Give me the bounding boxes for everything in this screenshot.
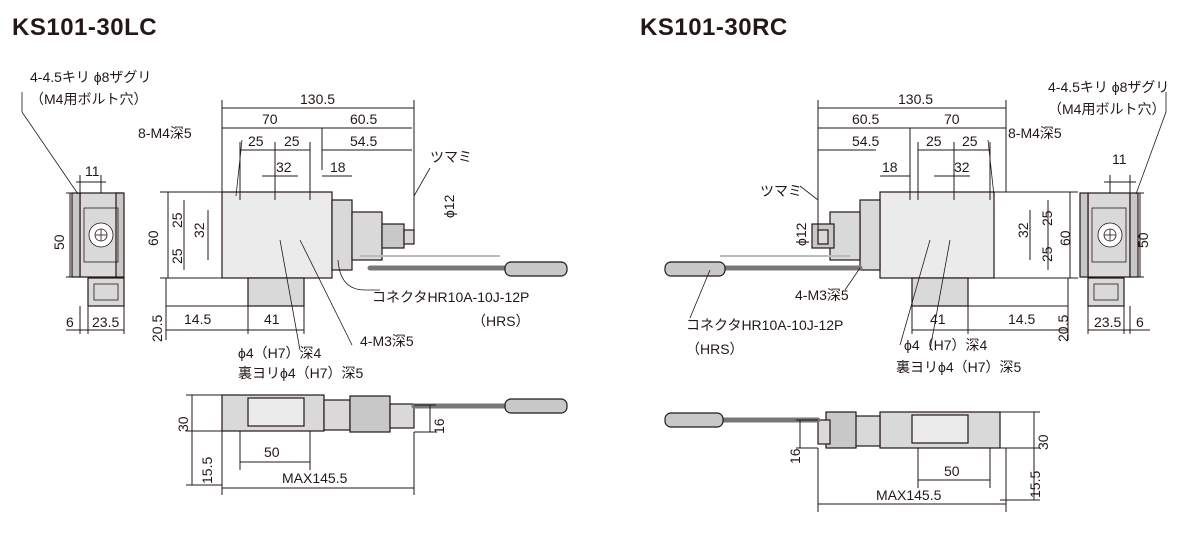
rc-dim-front-16: 16 xyxy=(787,448,803,464)
rc-dim-side-23-5: 23.5 xyxy=(1094,314,1121,330)
rc-dim-h25b: 25 xyxy=(1039,246,1055,262)
rc-tap-note: 8-M4深5 xyxy=(1008,125,1062,141)
rc-dim-h60: 60 xyxy=(1057,230,1073,246)
lc-mount-note-1: 4-4.5キリ ϕ8ザグリ xyxy=(30,69,151,85)
lc-front-view xyxy=(186,394,568,495)
lc-dim-max: MAX145.5 xyxy=(282,470,348,486)
rc-dim-b20-5: 20.5 xyxy=(1055,315,1071,342)
lc-dim-b41: 41 xyxy=(264,311,280,327)
rc-dim-w60-5: 60.5 xyxy=(852,111,879,127)
rc-dim-w25a: 25 xyxy=(926,133,942,149)
lc-dim-front-15-5: 15.5 xyxy=(199,457,215,484)
lc-dim-w25b: 25 xyxy=(284,133,300,149)
lc-pin-note-2: 裏ヨリϕ4（H7）深5 xyxy=(238,365,364,381)
rc-front-view xyxy=(664,411,1040,512)
lc-knob-label: ツマミ xyxy=(430,149,472,165)
rc-dim-side-6: 6 xyxy=(1136,314,1144,330)
rc-dim-total-width: 130.5 xyxy=(898,91,933,107)
rc-dim-phi12: ϕ12 xyxy=(793,222,809,246)
lc-connector-label: コネクタHR10A-10J-12P xyxy=(372,289,529,305)
rc-dim-w70: 70 xyxy=(944,111,960,127)
lc-dim-total-width: 130.5 xyxy=(300,91,335,107)
lc-mount-note-2: （M4用ボルト穴） xyxy=(30,91,147,107)
lc-dim-b20-5: 20.5 xyxy=(149,315,165,342)
lc-dim-w70: 70 xyxy=(262,111,278,127)
rc-pin-note-1: ϕ4（H7）深4 xyxy=(904,337,988,353)
rc-connector-label: コネクタHR10A-10J-12P xyxy=(686,317,843,333)
lc-dim-side-50: 50 xyxy=(51,234,67,250)
rc-dim-b41: 41 xyxy=(930,311,946,327)
lc-drawing: 4-4.5キリ ϕ8ザグリ （M4用ボルト穴） 11 50 6 23.5 130… xyxy=(21,69,568,495)
rc-dim-front-15-5: 15.5 xyxy=(1027,471,1043,498)
rc-dim-w18: 18 xyxy=(882,159,898,175)
lc-dim-side-11: 11 xyxy=(85,163,100,179)
rc-dim-w54-5: 54.5 xyxy=(852,133,879,149)
lc-dim-h60: 60 xyxy=(145,230,161,246)
rc-knob-label: ツマミ xyxy=(760,183,802,199)
rc-m3-note: 4-M3深5 xyxy=(795,287,849,303)
title-ks101-30lc: KS101-30LC xyxy=(12,14,158,41)
lc-dim-h32: 32 xyxy=(191,222,207,238)
lc-dim-w60-5: 60.5 xyxy=(350,111,377,127)
lc-dim-side-23-5: 23.5 xyxy=(92,314,119,330)
rc-dim-w32: 32 xyxy=(954,159,970,175)
lc-dim-w25a: 25 xyxy=(248,133,264,149)
lc-dim-w54-5: 54.5 xyxy=(350,133,377,149)
rc-dim-front-50: 50 xyxy=(944,463,960,479)
rc-dim-b14-5: 14.5 xyxy=(1008,311,1035,327)
lc-dim-h25b: 25 xyxy=(169,248,185,264)
lc-tap-note: 8-M4深5 xyxy=(138,125,192,141)
rc-mount-note-1: 4-4.5キリ ϕ8ザグリ xyxy=(1048,79,1169,95)
rc-dim-max: MAX145.5 xyxy=(876,487,942,503)
rc-dim-h25a: 25 xyxy=(1039,210,1055,226)
title-ks101-30rc: KS101-30RC xyxy=(640,14,788,41)
lc-dim-front-50: 50 xyxy=(264,444,280,460)
lc-side-view xyxy=(21,92,125,334)
rc-dim-front-30: 30 xyxy=(1035,434,1051,450)
rc-side-view xyxy=(1079,92,1167,334)
lc-dim-side-6: 6 xyxy=(66,314,74,330)
lc-m3-note: 4-M3深5 xyxy=(360,333,414,349)
lc-pin-note-1: ϕ4（H7）深4 xyxy=(238,345,322,361)
rc-pin-note-2: 裏ヨリϕ4（H7）深5 xyxy=(896,359,1022,375)
lc-dim-w18: 18 xyxy=(330,159,346,175)
rc-dim-w25b: 25 xyxy=(962,133,978,149)
lc-top-view xyxy=(160,100,568,351)
rc-drawing: 4-4.5キリ ϕ8ザグリ （M4用ボルト穴） 11 50 23.5 6 130… xyxy=(664,79,1169,512)
rc-dim-side-50: 50 xyxy=(1135,232,1151,248)
rc-mount-note-2: （M4用ボルト穴） xyxy=(1048,101,1165,117)
lc-connector-maker: （HRS） xyxy=(472,313,530,329)
lc-dim-b14-5: 14.5 xyxy=(184,311,211,327)
lc-dim-front-30: 30 xyxy=(175,416,191,432)
lc-dim-phi12: ϕ12 xyxy=(441,194,457,218)
lc-dim-w32: 32 xyxy=(276,159,292,175)
rc-dim-h32: 32 xyxy=(1015,222,1031,238)
rc-connector-maker: （HRS） xyxy=(686,341,744,357)
lc-dim-front-16: 16 xyxy=(431,418,447,434)
rc-dim-side-11: 11 xyxy=(1112,151,1127,167)
rc-top-view xyxy=(664,100,1078,351)
lc-dim-h25a: 25 xyxy=(169,212,185,228)
